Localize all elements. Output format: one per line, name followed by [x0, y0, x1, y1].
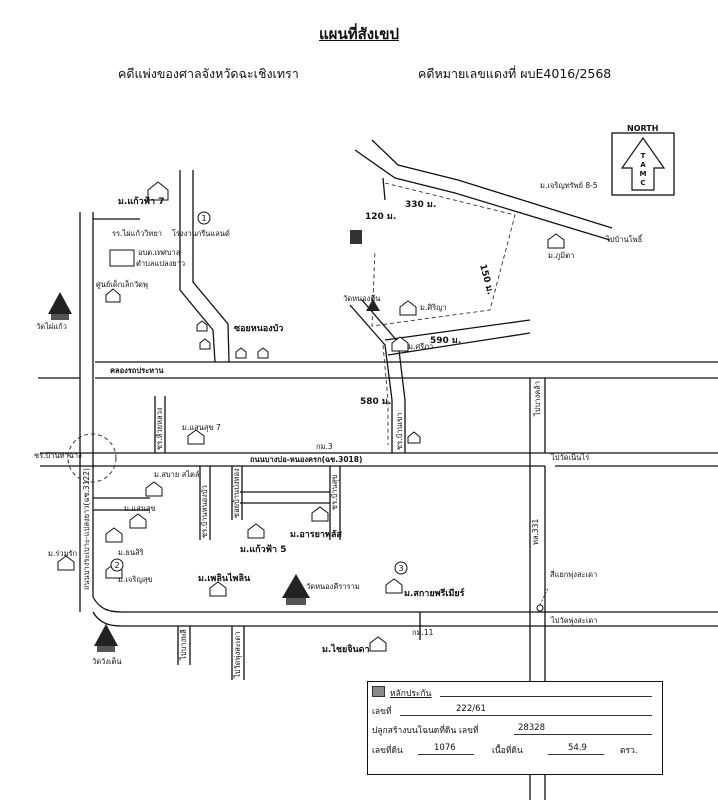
- road-soi-v: ชร.บ้านเขา: [395, 412, 404, 450]
- compass: [611, 132, 675, 196]
- compass-letter-3: M: [640, 170, 647, 178]
- place-charoensuk: ม.เจริญสุข: [118, 575, 152, 584]
- temple-icon: [282, 574, 310, 605]
- legend-title: หลักประกัน: [390, 689, 432, 699]
- road-network: [38, 139, 718, 800]
- road-to-ban-pho: ไปบ้านโพธิ์: [605, 234, 644, 244]
- road-soi-prong: ซอยบ้านป่งทอง: [232, 468, 241, 518]
- road-ban-ma-ra: ชร.บ้านท่าฉาง: [34, 451, 82, 460]
- marker-3-label: 3: [398, 564, 403, 573]
- legend-row3-value2: 54.9: [568, 743, 587, 753]
- road-to-wat-pho: ไปวัดพุ่งสะเดา: [233, 632, 242, 679]
- road-to-wat-nen-sai: ไปวัดเนินไร่: [550, 453, 589, 462]
- road-soi-nong-bua: ซอยหนองบัว: [234, 323, 283, 334]
- temple-icon: [366, 299, 380, 311]
- compass-letter-2: A: [640, 161, 646, 169]
- marker-2: [110, 558, 124, 572]
- distance-330: 330 ม.: [405, 200, 436, 210]
- place-sansuk7: ม.แสนสุข 7: [182, 423, 221, 432]
- legend-box: หลักประกัน เลขที่ 222/61 ปลูกสร้างบนโฉนด…: [367, 681, 663, 775]
- legend-row2-label: ปลูกสร้างบนโฉนดที่ดิน เลขที่: [372, 726, 479, 736]
- place-wat-nong-thin: วัดหนองตีน: [343, 294, 380, 303]
- road-soi-ban-suk: ชร.บ้านสุข: [330, 475, 339, 510]
- place-wat-phai-kaeo: วัดไผ่แก้ว: [36, 322, 67, 331]
- legend-row3-value: 1076: [434, 743, 456, 753]
- distance-120: 120 ม.: [365, 212, 396, 222]
- page-title: แผนที่สังเขป: [319, 25, 399, 43]
- legend-swatch: [372, 686, 385, 697]
- place-charoenrat: ม.เจริญทรัพย์ 8-5: [540, 181, 598, 190]
- road-highway-3122: ถนนบางระเบาะ-แปลงยาว(ฉช.3122): [82, 468, 91, 590]
- marker-1: [197, 211, 211, 225]
- place-ruamrak: ม.ร่วมรัก: [48, 549, 77, 558]
- place-factory: โรงงานกรีนแลนด์: [172, 229, 230, 238]
- place-kaewfa5: ม.แก้วฟ้า 5: [240, 544, 286, 555]
- junction-circle: [67, 433, 117, 483]
- road-331: ทล.331: [531, 519, 540, 545]
- compass-letter-1: T: [641, 152, 646, 160]
- marker-3: [394, 561, 408, 575]
- marker-1-label: 1: [201, 214, 206, 223]
- road-soi-yai: ชร.บ้านหนองบัว: [200, 485, 209, 538]
- temple-icon: [94, 624, 118, 652]
- legend-row2-value: 28328: [518, 723, 546, 733]
- road-to-bang-phli: ไปบางพลี: [179, 629, 188, 661]
- road-km11: กม.11: [412, 628, 434, 637]
- marker-2-label: 2: [114, 561, 119, 570]
- road-km3: กม.3: [316, 442, 333, 451]
- road-to-bang-khla: ไปบางคล้า: [533, 381, 542, 417]
- legend-row3-label: เลขที่ดิน: [372, 746, 403, 756]
- place-wat-wang-phuen: วัดวังเต็น: [92, 656, 122, 666]
- place-school: รร.ไผ่แก้ววิทยา: [112, 229, 162, 238]
- place-kindergarten: ศูนย์เด็กเล็กวัดพุ: [96, 279, 148, 289]
- building-block: [350, 230, 362, 244]
- place-sakthai: ม.สกายพรีเมียร์: [404, 587, 465, 599]
- place-arayapark: ม.อารยาพลัส: [290, 529, 342, 540]
- place-sansuk: ม.สบาย สไตล์: [154, 470, 199, 479]
- place-chai-thai: ม.ศิริญา: [420, 303, 447, 312]
- legend-row1-label: เลขที่: [372, 707, 392, 717]
- distance-580: 580 ม.: [360, 397, 391, 407]
- place-thessaban: อบต.เทศบาล: [138, 248, 180, 257]
- road-junction-pho: สี่แยกพุ่งสะเดา: [550, 569, 598, 579]
- road-khlong: คลองรถประหาน: [110, 366, 164, 375]
- distance-150: 150 ม.: [477, 263, 495, 296]
- place-thessaban-2: ตำบลแปลงยาว: [136, 259, 185, 268]
- place-wat-nong-khla: วัดหนองคีราราม: [306, 582, 360, 591]
- distance-590: 590 ม.: [430, 336, 461, 346]
- compass-north-label: NORTH: [627, 124, 658, 133]
- legend-row3-label2: เนื้อที่ดิน: [492, 746, 523, 756]
- place-thanasiri: ม.ธนสิริ: [118, 548, 144, 557]
- place-pufa: ม.ภูมิตา: [548, 251, 574, 260]
- house-icons: [57, 181, 565, 652]
- place-chaiyaphon: ม.ไชยจินดา: [322, 643, 370, 655]
- temple-icon: [48, 292, 72, 320]
- case-number: คดีหมายเลขแดงที่ ผบE4016/2568: [418, 66, 612, 81]
- junction-dot: [536, 604, 544, 612]
- place-sansuk2: ม.แสนสุข: [124, 504, 156, 513]
- legend-row1-value: 222/61: [456, 704, 486, 714]
- place-phoemphon: ม.เพลินไพลิน: [198, 572, 251, 584]
- property-boundary: [371, 182, 516, 445]
- road-main: ถนนบางบ่อ-หนองครก(ฉช.3018): [250, 455, 362, 464]
- place-sri-nakhon: ม.ศรีภา: [408, 342, 433, 351]
- road-soi-bang: ชร.ห้วยหลวง: [155, 407, 164, 450]
- place-kaewfa7: ม.แก้วฟ้า 7: [118, 196, 164, 207]
- compass-letter-4: C: [640, 179, 645, 187]
- legend-row3-unit: ตรว.: [620, 746, 638, 756]
- road-to-wat-pho-thong: ไปวัดพุ่งสะเดา: [550, 616, 597, 625]
- court-name: คดีแพ่งของศาลจังหวัดฉะเชิงเทรา: [118, 66, 299, 81]
